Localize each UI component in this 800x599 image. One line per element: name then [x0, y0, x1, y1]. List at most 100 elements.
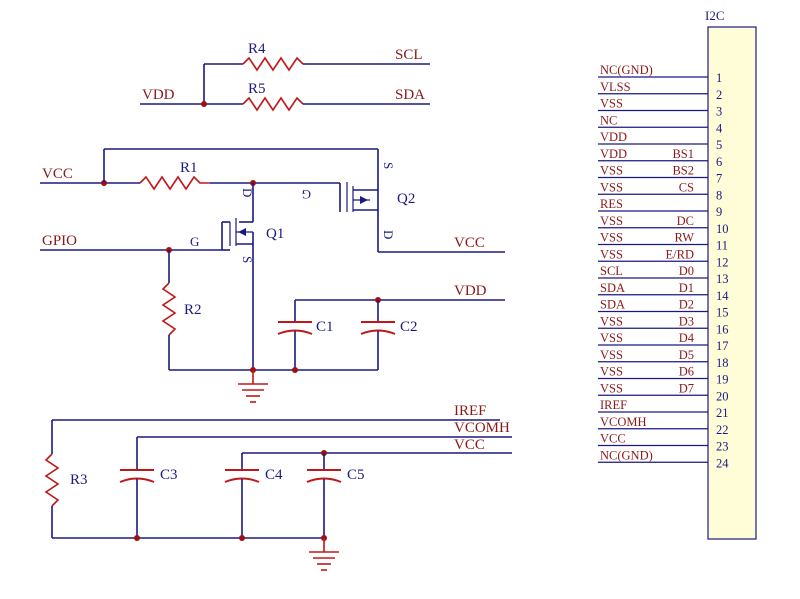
q1-pin-g: G: [190, 234, 199, 249]
pin-name: VCC: [600, 432, 626, 446]
r3-label: R3: [70, 472, 88, 488]
pin-number: 17: [716, 339, 729, 353]
q1-label: Q1: [266, 226, 284, 242]
pin-number: 16: [716, 322, 729, 336]
junction-dot: [292, 367, 298, 373]
r3-resistor: [44, 453, 60, 507]
net-scl: SCL: [395, 47, 423, 63]
connector-pin-row: VSS D4 17: [598, 331, 729, 353]
pin-name: VSS: [600, 97, 623, 111]
pin-number: 15: [716, 306, 729, 320]
c5-label: C5: [347, 467, 365, 483]
q1-mosfet: [221, 183, 254, 370]
pin-alt-name: BS1: [672, 147, 694, 161]
net-vdd-top: VDD: [142, 87, 175, 103]
c1-label: C1: [316, 319, 334, 335]
c2-capacitor: [360, 321, 396, 335]
connector-body: [707, 26, 757, 540]
pin-number: 7: [716, 172, 722, 186]
c1-capacitor: [277, 321, 313, 335]
net-vdd-mid: VDD: [454, 283, 487, 299]
connector-pin-row: VCOMH 22: [598, 415, 729, 437]
c2-label: C2: [400, 319, 418, 335]
pin-alt-name: E/RD: [666, 247, 694, 261]
q2-pin-s: S: [381, 162, 396, 169]
connector-pin-row: IREF 21: [598, 398, 729, 420]
r2-resistor: [161, 282, 177, 336]
pin-name: VSS: [600, 381, 623, 395]
connector-pin-row: VLSS 2: [598, 80, 722, 102]
pin-number: 12: [716, 255, 729, 269]
pin-alt-name: RW: [675, 231, 695, 245]
net-vcomh: VCOMH: [454, 420, 510, 436]
pin-number: 2: [716, 88, 722, 102]
pin-name: SCL: [600, 264, 623, 278]
r4-resistor: [242, 56, 304, 72]
pin-alt-name: D5: [679, 348, 694, 362]
pin-alt-name: D0: [679, 264, 694, 278]
c3-capacitor: [119, 469, 155, 483]
r1-resistor: [139, 175, 210, 191]
pin-number: 5: [716, 138, 722, 152]
pin-number: 6: [716, 155, 722, 169]
connector-pin-row: VSS DC 10: [598, 214, 729, 236]
pin-number: 20: [716, 389, 729, 403]
pin-name: VDD: [600, 147, 627, 161]
pin-alt-name: CS: [679, 180, 694, 194]
pin-name: VLSS: [600, 80, 631, 94]
pin-name: NC: [600, 113, 617, 127]
net-vcc-bottom: VCC: [454, 437, 485, 453]
pin-number: 22: [716, 423, 729, 437]
pin-name: NC(GND): [600, 63, 653, 77]
pin-name: NC(GND): [600, 448, 653, 462]
pin-name: VSS: [600, 247, 623, 261]
pin-number: 23: [716, 440, 729, 454]
pin-alt-name: DC: [677, 214, 694, 228]
net-vcc-left: VCC: [42, 166, 73, 182]
pin-number: 4: [716, 121, 723, 135]
connector-pin-row: VSS E/RD 12: [598, 247, 729, 269]
pin-number: 8: [716, 188, 722, 202]
r2-label: R2: [184, 302, 202, 318]
pin-name: VSS: [600, 180, 623, 194]
pin-name: VDD: [600, 130, 627, 144]
pin-name: VCOMH: [600, 415, 647, 429]
pin-number: 24: [716, 456, 729, 470]
connector-pin-row: VDD 5: [598, 130, 722, 152]
pin-name: VSS: [600, 214, 623, 228]
pin-number: 21: [716, 406, 729, 420]
bias-section: IREF VCOMH VCC R3 C3 C4 C5: [44, 403, 512, 571]
pin-number: 14: [716, 289, 729, 303]
pin-number: 9: [716, 205, 722, 219]
pin-number: 10: [716, 222, 729, 236]
pin-alt-name: D2: [679, 298, 694, 312]
pin-number: 1: [716, 71, 722, 85]
net-vcc-right: VCC: [454, 235, 485, 251]
connector-pin-row: NC(GND) 1: [598, 63, 722, 85]
pin-name: IREF: [600, 398, 627, 412]
r5-resistor: [242, 96, 304, 112]
pin-alt-name: D4: [679, 331, 695, 345]
pin-name: RES: [600, 197, 623, 211]
pin-name: VSS: [600, 314, 623, 328]
pin-name: VSS: [600, 164, 623, 178]
net-sda: SDA: [395, 87, 425, 103]
connector-pin-row: NC 4: [598, 113, 723, 135]
net-iref: IREF: [454, 403, 487, 419]
c4-label: C4: [265, 467, 283, 483]
pin-name: VSS: [600, 331, 623, 345]
q2-pin-d: D: [381, 230, 396, 239]
q2-label: Q2: [397, 191, 415, 207]
pin-name: SDA: [600, 281, 625, 295]
c4-capacitor: [224, 469, 260, 483]
